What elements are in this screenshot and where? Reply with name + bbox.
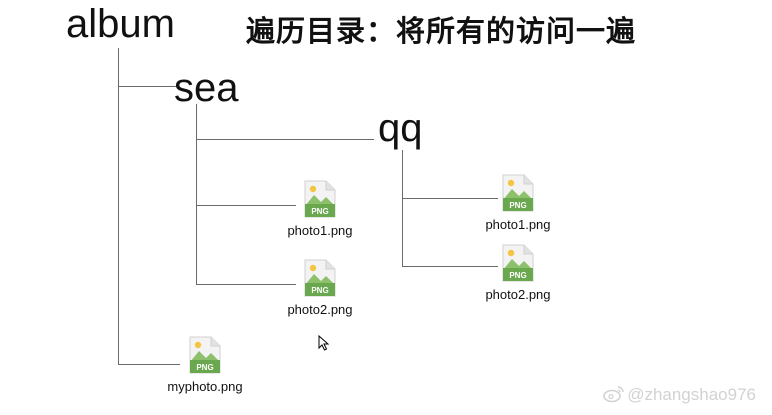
file-qq-photo1[interactable]: PNG photo1.png xyxy=(468,174,568,232)
file-name: myphoto.png xyxy=(167,379,243,394)
svg-text:PNG: PNG xyxy=(196,363,213,372)
file-qq-photo2[interactable]: PNG photo2.png xyxy=(468,244,568,302)
connector-sea-vertical xyxy=(196,104,197,284)
png-file-icon: PNG xyxy=(189,336,221,374)
file-myphoto[interactable]: PNG myphoto.png xyxy=(155,336,255,394)
connector-album-vertical xyxy=(118,48,119,364)
connector-qq-photo2 xyxy=(402,266,498,267)
weibo-icon xyxy=(603,386,624,403)
watermark: @zhangshao976 xyxy=(603,385,756,405)
connector-sea-photo2 xyxy=(196,284,296,285)
file-sea-photo1[interactable]: PNG photo1.png xyxy=(270,180,370,238)
connector-sea-photo1 xyxy=(196,205,296,206)
diagram-title: 遍历目录：将所有的访问一遍 xyxy=(246,14,637,48)
svg-text:PNG: PNG xyxy=(311,207,328,216)
folder-album: album xyxy=(66,2,175,46)
connector-qq-vertical xyxy=(402,150,403,266)
svg-text:PNG: PNG xyxy=(509,201,526,210)
connector-qq-photo1 xyxy=(402,198,498,199)
png-file-icon: PNG xyxy=(304,180,336,218)
file-sea-photo2[interactable]: PNG photo2.png xyxy=(270,259,370,317)
mouse-cursor-icon xyxy=(318,335,330,351)
png-file-icon: PNG xyxy=(502,174,534,212)
file-name: photo2.png xyxy=(287,302,353,317)
png-file-icon: PNG xyxy=(304,259,336,297)
connector-sea-qq xyxy=(196,139,374,140)
folder-sea: sea xyxy=(174,66,239,110)
png-file-icon: PNG xyxy=(502,244,534,282)
connector-album-sea xyxy=(118,86,176,87)
file-name: photo2.png xyxy=(485,287,551,302)
file-name: photo1.png xyxy=(287,223,353,238)
watermark-text: @zhangshao976 xyxy=(627,385,756,404)
file-name: photo1.png xyxy=(485,217,551,232)
folder-qq: qq xyxy=(378,106,423,150)
svg-text:PNG: PNG xyxy=(509,271,526,280)
connector-album-myphoto xyxy=(118,364,180,365)
svg-text:PNG: PNG xyxy=(311,286,328,295)
